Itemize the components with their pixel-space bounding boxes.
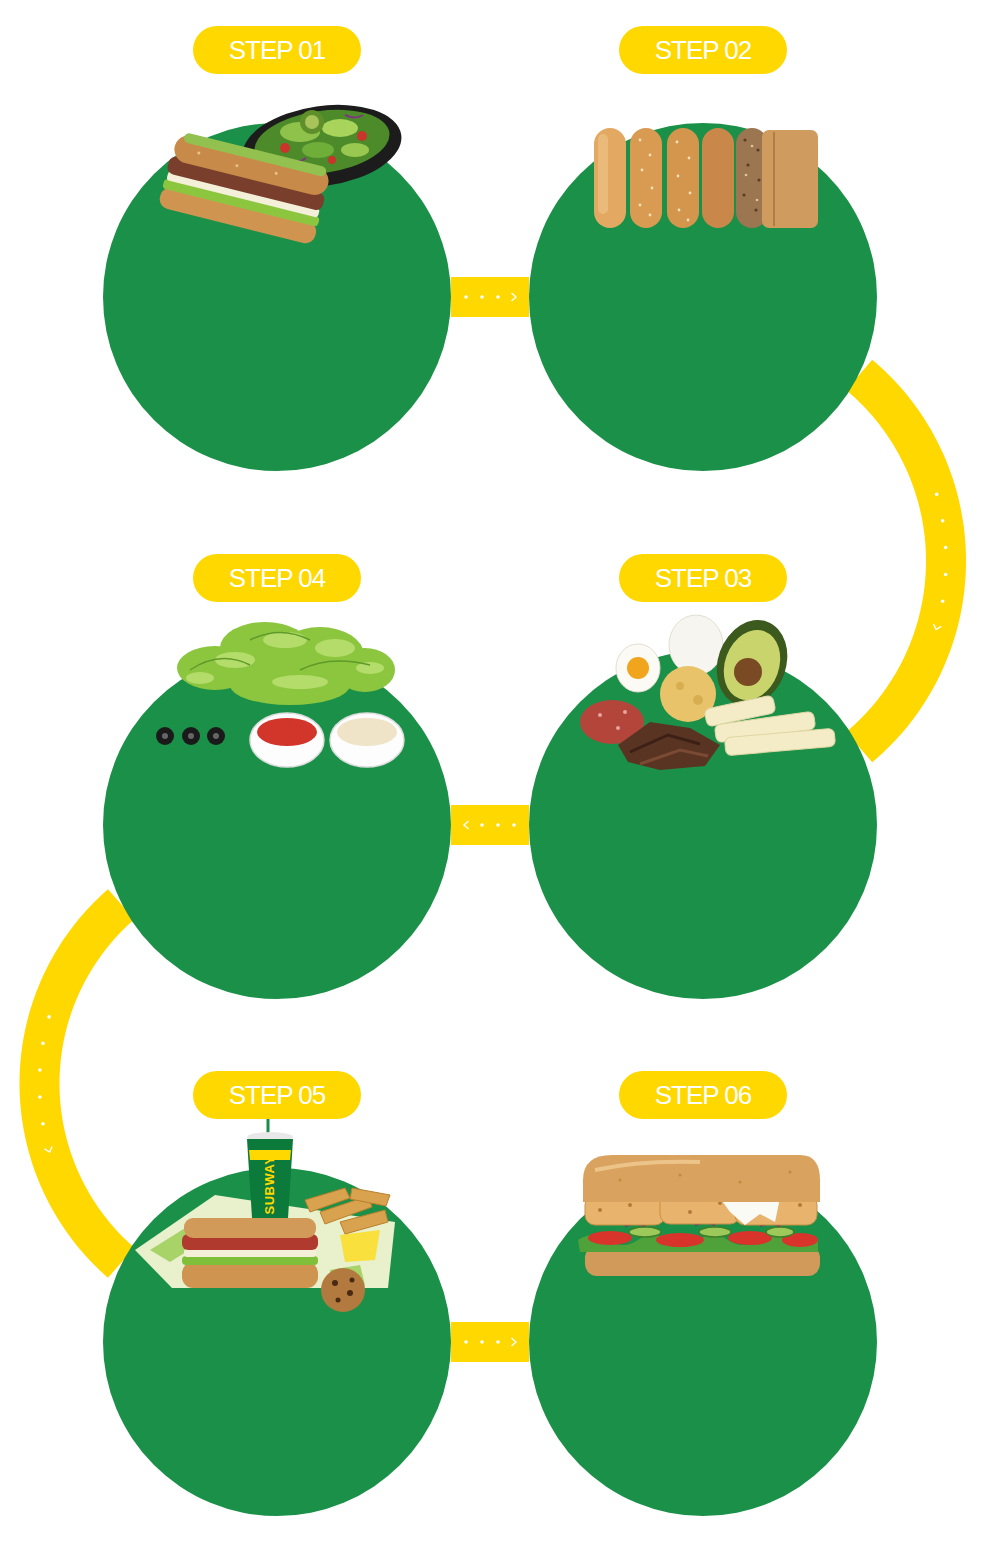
circle-shape	[529, 651, 877, 999]
step-label: STEP 04	[193, 554, 361, 602]
connector-dot	[38, 1095, 42, 1099]
step-label: STEP 01	[193, 26, 361, 74]
connector-dot	[480, 823, 484, 827]
step-connector	[451, 277, 529, 317]
bread-rolls	[594, 128, 818, 228]
connector-dot	[496, 1340, 500, 1344]
step-connector	[859, 375, 946, 747]
step-connector	[451, 1322, 529, 1362]
step-circle: STEP 01	[103, 123, 451, 471]
salad-bowl	[237, 95, 407, 196]
step-circle: STEP 02	[529, 123, 877, 471]
arrow-head	[44, 1147, 53, 1154]
circle-shape	[103, 123, 451, 471]
connector-dot	[480, 1340, 484, 1344]
vegetables-sauces	[156, 622, 404, 767]
connector-dot	[496, 823, 500, 827]
circle-fill	[529, 651, 877, 999]
arrow-head	[932, 624, 941, 631]
step-circle: STEP 03	[529, 651, 877, 999]
step-label: STEP 02	[619, 26, 787, 74]
fillings	[580, 610, 836, 770]
connector-dot	[464, 295, 468, 299]
connector-dot	[41, 1122, 45, 1126]
arrow-head	[512, 293, 517, 301]
connector-dot	[512, 823, 516, 827]
connector-dot	[935, 493, 939, 497]
arrow-head	[512, 1338, 517, 1346]
set-menu	[135, 1118, 395, 1312]
step-connector	[40, 904, 122, 1262]
circle-fill	[529, 123, 877, 471]
connector-dot	[47, 1015, 51, 1019]
step-heading-row: STEP 03	[509, 554, 897, 602]
step-heading-row: STEP 01	[83, 26, 471, 74]
circle-shape	[103, 651, 451, 999]
step-circle: STEP 05	[103, 1168, 451, 1516]
step-connector	[451, 805, 529, 845]
step-heading-row: STEP 02	[509, 26, 897, 74]
connector-dot	[41, 1041, 45, 1045]
connector-dot	[464, 1340, 468, 1344]
connector-dot	[480, 295, 484, 299]
step-heading-row: STEP 06	[509, 1071, 897, 1119]
connector-decoration	[38, 293, 947, 1346]
sandwich	[158, 130, 332, 245]
step-circle: STEP 06	[529, 1168, 877, 1516]
circle-fill	[103, 1168, 451, 1516]
connector-dot	[38, 1068, 42, 1072]
step-circle: STEP 04	[103, 651, 451, 999]
connector-dot	[944, 573, 948, 577]
circle-fill	[529, 1168, 877, 1516]
step-label: STEP 03	[619, 554, 787, 602]
finished-sandwich	[578, 1155, 820, 1276]
connector-dot	[496, 295, 500, 299]
step-label: STEP 06	[619, 1071, 787, 1119]
circle-shape	[103, 1168, 451, 1516]
circle-shape	[529, 123, 877, 471]
step-heading-row: STEP 04	[83, 554, 471, 602]
arrow-head	[464, 821, 469, 829]
circle-fill	[103, 651, 451, 999]
circle-shape	[529, 1168, 877, 1516]
step-heading-row: STEP 05	[83, 1071, 471, 1119]
connector-dot	[941, 519, 945, 523]
circle-fill	[103, 123, 451, 471]
connector-dot	[941, 600, 945, 604]
step-label: STEP 05	[193, 1071, 361, 1119]
connector-dot	[944, 546, 948, 550]
